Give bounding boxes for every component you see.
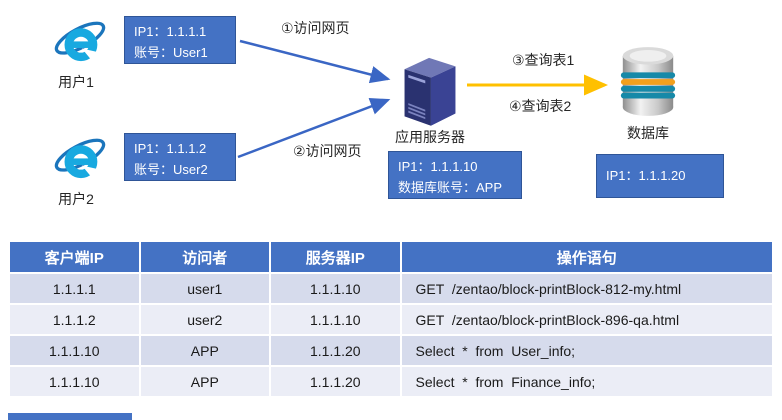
column-header: 操作语句 (401, 242, 772, 272)
ie-browser-icon-user1 (50, 10, 110, 70)
user1-label: 用户1 (58, 74, 94, 90)
table-cell: Select * from User_info; (401, 336, 772, 365)
user2-label: 用户2 (58, 191, 94, 207)
server-db-account: 数据库账号：APP (398, 179, 503, 195)
server-label: 应用服务器 (395, 129, 465, 145)
arrow-user2-to-server (237, 98, 391, 159)
arrow4-label: ④查询表2 (509, 98, 572, 114)
table-cell: 1.1.1.1 (10, 274, 139, 303)
table-cell: APP (140, 336, 270, 365)
table-cell: Select * from Finance_info; (401, 367, 772, 396)
arrow3-label: ③查询表1 (512, 52, 575, 68)
table-cell: 1.1.1.10 (10, 367, 139, 396)
arrow-user1-to-server (239, 39, 391, 84)
database-ip: IP1：1.1.1.20 (606, 167, 686, 183)
user1-info-box: IP1：1.1.1.1 账号：User1 (124, 16, 236, 64)
user1-account: 账号：User1 (134, 44, 208, 60)
user2-ip: IP1：1.1.1.2 (134, 141, 207, 156)
table-cell: 1.1.1.10 (10, 336, 139, 365)
server-ip: IP1：1.1.1.10 (398, 159, 478, 174)
table-cell: 1.1.1.20 (271, 367, 400, 396)
server-info-box: IP1：1.1.1.10 数据库账号：APP (388, 151, 522, 199)
table-cell: APP (140, 367, 270, 396)
table-cell: GET /zentao/block-printBlock-812-my.html (401, 274, 772, 303)
server-tower-icon (397, 50, 463, 128)
user1-ip: IP1：1.1.1.1 (134, 24, 207, 39)
table-cell: 1.1.1.2 (10, 305, 139, 334)
user2-info-box: IP1：1.1.1.2 账号：User2 (124, 133, 236, 181)
column-header: 客户端IP (10, 242, 139, 272)
table-cell: 1.1.1.10 (271, 274, 400, 303)
table-cell: GET /zentao/block-printBlock-896-qa.html (401, 305, 772, 334)
user2-account: 账号：User2 (134, 161, 208, 177)
database-info-box: IP1：1.1.1.20 (596, 154, 724, 198)
ie-browser-icon-user2 (50, 127, 110, 187)
arrow2-label: ②访问网页 (293, 143, 362, 159)
table-cell: user2 (140, 305, 270, 334)
column-header: 访问者 (140, 242, 270, 272)
table-cell: 1.1.1.20 (271, 336, 400, 365)
arrow1-label: ①访问网页 (281, 20, 350, 36)
table-cell: user1 (140, 274, 270, 303)
column-header: 服务器IP (271, 242, 400, 272)
database-label: 数据库 (627, 125, 669, 141)
table-cell: 1.1.1.10 (271, 305, 400, 334)
diagram-arrows (237, 39, 608, 159)
database-cylinder-icon (617, 44, 679, 120)
next-table-header-partial (8, 413, 132, 420)
